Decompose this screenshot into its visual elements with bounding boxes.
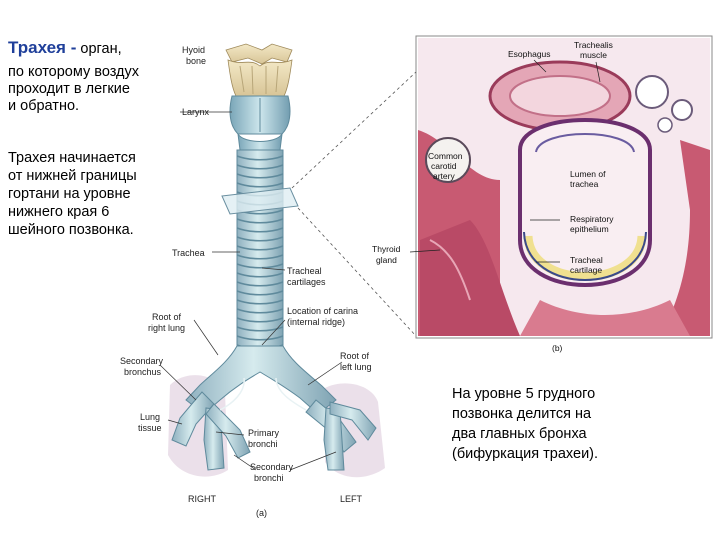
label-root-left-2: left lung: [340, 362, 372, 372]
bifurcation-line-4: (бифуркация трахеи).: [452, 446, 599, 462]
cartilage-ring: [236, 263, 284, 269]
label-carotid-2: carotid: [431, 161, 457, 171]
label-root-left-1: Root of: [340, 351, 370, 361]
title-rest: орган,: [76, 41, 122, 57]
label-lumen-2: trachea: [570, 179, 599, 189]
bifurcation-line-1: На уровне 5 грудного: [452, 386, 596, 402]
label-tracheal-cartilages-1: Tracheal: [287, 266, 322, 276]
bifurcation-line-2: позвонка делится на: [452, 406, 592, 422]
start-line-5: шейного позвонка.: [8, 222, 134, 238]
cartilage-ring: [236, 335, 284, 341]
label-lumen-1: Lumen of: [570, 169, 606, 179]
intro-line-3: и обратно.: [8, 98, 80, 114]
larynx: [229, 95, 291, 155]
start-line-1: Трахея начинается: [8, 150, 136, 166]
cartilage-ring: [236, 254, 284, 260]
cartilage-ring: [236, 182, 284, 188]
label-thyroid-1: Thyroid: [372, 244, 401, 254]
hyoid-bone: [225, 43, 293, 65]
label-esophagus: Esophagus: [508, 49, 551, 59]
projection-lines: [291, 71, 417, 337]
label-root-right-1: Root of: [152, 312, 182, 322]
cartilage-ring: [236, 164, 284, 170]
label-trachealis-1: Trachealis: [574, 40, 613, 50]
cartilage-ring: [236, 227, 284, 233]
start-line-2: от нижней границы: [8, 168, 137, 184]
label-secondary-bronchus-2: bronchus: [124, 367, 162, 377]
label-secondary-bronchus-1: Secondary: [120, 356, 164, 366]
cartilage-ring: [236, 236, 284, 242]
label-larynx: Larynx: [182, 107, 210, 117]
leader-lines-a: [159, 111, 343, 471]
tracheal-cartilage-rings: [236, 155, 284, 350]
cartilage-ring: [236, 299, 284, 305]
cartilage-ring: [236, 245, 284, 251]
intro-line-1: по которому воздух: [8, 64, 140, 80]
label-thyroid-2: gland: [376, 255, 397, 265]
label-carotid-3: artery: [433, 171, 455, 181]
label-left: LEFT: [340, 494, 363, 504]
histology-panel: [415, 35, 713, 339]
cartilage-ring: [236, 218, 284, 224]
bifurcation-line-3: два главных бронха: [452, 426, 587, 442]
label-secondary-bronchi-1: Secondary: [250, 462, 294, 472]
label-cartilage-1: Tracheal: [570, 255, 603, 265]
label-hyoid-1: Hyoid: [182, 45, 206, 55]
label-panel-a: (a): [256, 508, 267, 518]
cartilage-ring: [236, 281, 284, 287]
label-lung-tissue-1: Lung: [140, 412, 161, 422]
slide-title: Трахея - орган,: [8, 38, 122, 58]
label-hyoid-2: bone: [186, 56, 207, 66]
label-carotid-1: Common: [428, 151, 463, 161]
cartilage-ring: [236, 308, 284, 314]
cartilage-ring: [236, 290, 284, 296]
larynx-upper: [227, 59, 293, 97]
title-term: Трахея -: [8, 38, 77, 57]
label-trachealis-2: muscle: [580, 50, 607, 60]
label-primary-bronchi-1: Primary: [248, 428, 279, 438]
start-line-4: нижнего края 6: [8, 204, 110, 220]
label-lung-tissue-2: tissue: [138, 423, 162, 433]
label-right: RIGHT: [188, 494, 216, 504]
label-root-right-2: right lung: [148, 323, 186, 333]
cartilage-ring: [236, 173, 284, 179]
label-respiratory-1: Respiratory: [570, 214, 614, 224]
label-primary-bronchi-2: bronchi: [248, 439, 278, 449]
section-plane: [221, 187, 299, 215]
label-tracheal-cartilages-2: cartilages: [287, 277, 326, 287]
cartilage-ring: [236, 155, 284, 161]
label-trachea: Trachea: [172, 248, 205, 258]
cartilage-ring: [236, 317, 284, 323]
label-cartilage-2: cartilage: [570, 265, 603, 275]
label-carina-2: (internal ridge): [287, 317, 346, 327]
label-panel-b: (b): [552, 343, 563, 353]
intro-line-2: проходит в легкие: [8, 81, 130, 97]
cartilage-ring: [236, 272, 284, 278]
start-line-3: гортани на уровне: [8, 186, 131, 202]
leader-lines-b: [409, 59, 601, 263]
label-secondary-bronchi-2: bronchi: [254, 473, 284, 483]
label-carina-1: Location of carina: [287, 306, 359, 316]
cartilage-ring: [236, 326, 284, 332]
label-respiratory-2: epithelium: [570, 224, 609, 234]
